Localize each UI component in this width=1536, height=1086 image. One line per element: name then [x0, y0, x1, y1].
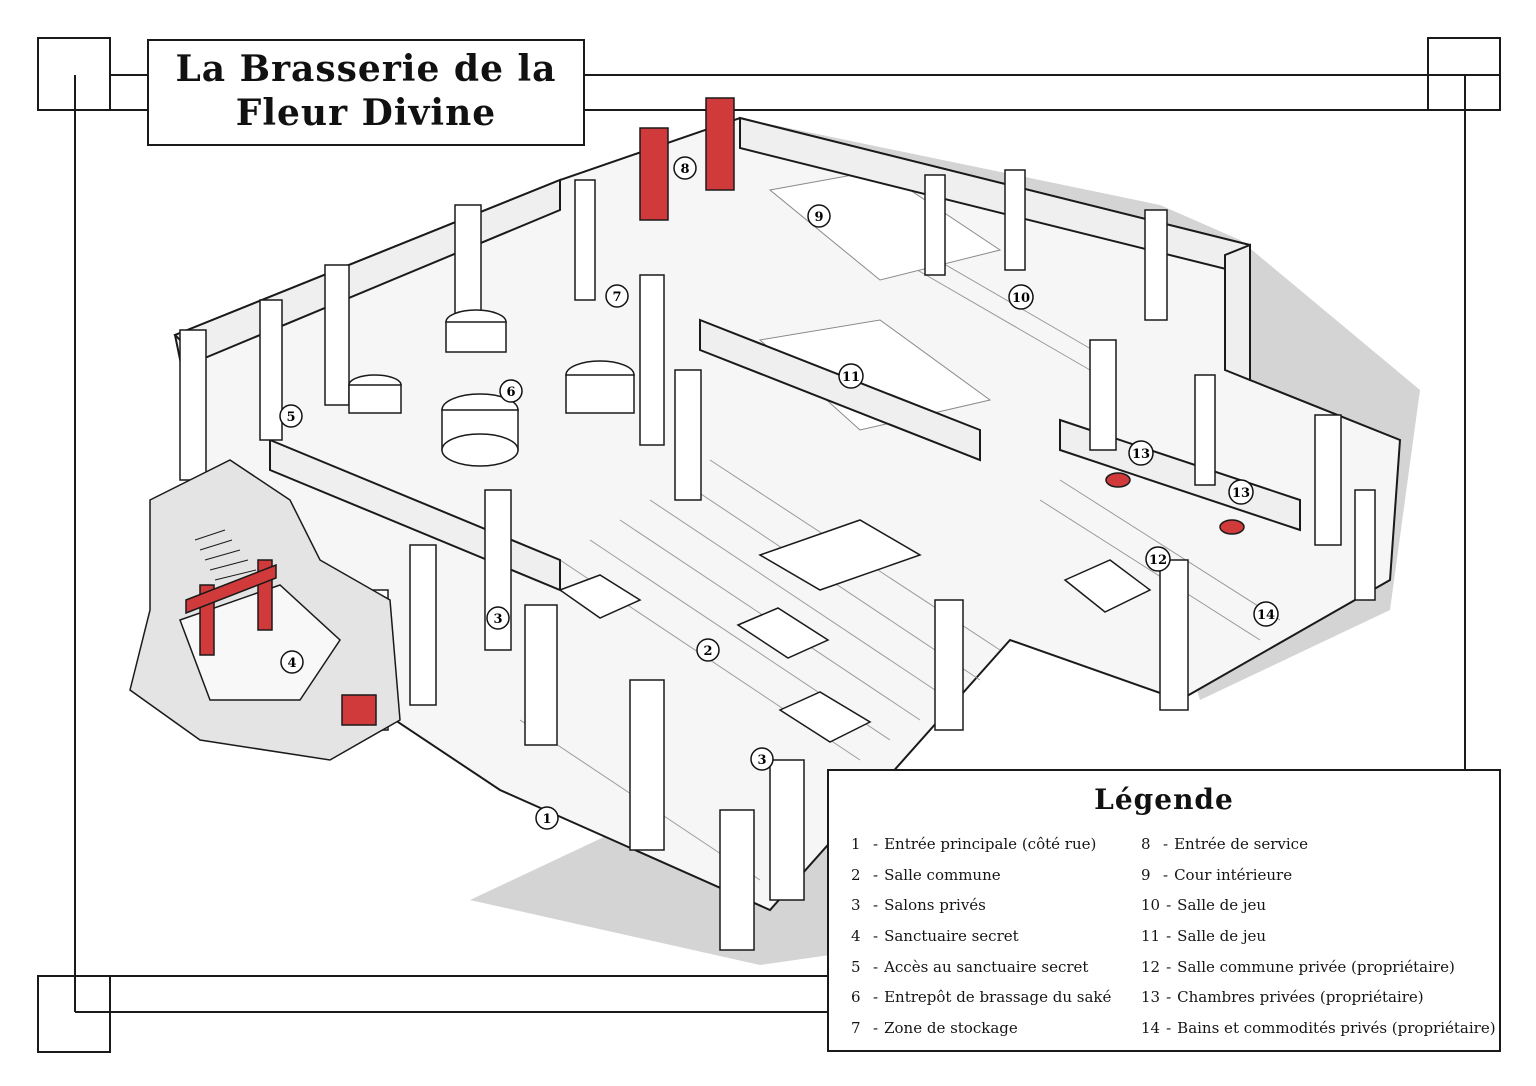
legend-item: 6-Entrepôt de brassage du saké: [851, 988, 1112, 1007]
svg-text:3: 3: [493, 612, 502, 627]
service-gate-left: [639, 127, 669, 221]
legend-item: 1-Entrée principale (côté rue): [851, 835, 1097, 853]
marker-11: 11: [838, 363, 864, 389]
shrine-altar: [341, 694, 377, 726]
bed-13b: [1219, 519, 1245, 535]
legend-item: 7-Zone de stockage: [851, 1019, 1018, 1038]
stairs: [194, 529, 257, 581]
svg-text:13: 13: [1232, 486, 1250, 501]
sake-vats: [348, 309, 635, 467]
map-title-box: La Brasserie de la Fleur Divine: [147, 39, 585, 146]
map-title-line-2: Fleur Divine: [235, 92, 497, 134]
legend-title: Légende: [1094, 783, 1234, 816]
svg-text:12: 12: [1149, 553, 1167, 568]
svg-text:11: 11: [842, 370, 860, 385]
legend-item: 9-Cour intérieure: [1141, 865, 1293, 884]
legend-item: 11-Salle de jeu: [1141, 927, 1267, 946]
marker-13a: 13: [1128, 440, 1154, 466]
svg-text:7: 7: [612, 290, 621, 305]
svg-text:1: 1: [542, 812, 551, 827]
marker-8: 8: [673, 156, 697, 180]
svg-text:14: 14: [1257, 608, 1275, 623]
marker-12: 12: [1145, 546, 1171, 572]
legend-item: 13-Chambres privées (propriétaire): [1141, 988, 1424, 1007]
svg-text:8: 8: [680, 162, 689, 177]
svg-text:9: 9: [814, 210, 823, 225]
legend-box: Légende 1-Entrée principale (côté rue) 2…: [827, 769, 1501, 1052]
legend-column-left: 1-Entrée principale (côté rue) 2-Salle c…: [851, 829, 1111, 1044]
marker-2: 2: [696, 638, 720, 662]
marker-3a: 3: [486, 606, 510, 630]
legend-item: 12-Salle commune privée (propriétaire): [1141, 957, 1455, 976]
marker-14: 14: [1253, 601, 1279, 627]
map-markers: 1 2 3 3 4 5 6 7 8 9 10 11 12 13 13 14: [279, 156, 1279, 830]
svg-text:6: 6: [506, 385, 515, 400]
marker-4: 4: [280, 650, 304, 674]
legend-item: 10-Salle de jeu: [1141, 896, 1267, 915]
torii-beam: [185, 563, 277, 615]
marker-13b: 13: [1228, 479, 1254, 505]
marker-1: 1: [535, 806, 559, 830]
red-accents: [185, 97, 1245, 726]
legend-item: 5-Accès au sanctuaire secret: [851, 957, 1089, 976]
marker-7: 7: [605, 284, 629, 308]
svg-text:13: 13: [1132, 447, 1150, 462]
pillars: [179, 169, 1376, 951]
svg-text:3: 3: [757, 753, 766, 768]
service-gate-right: [705, 97, 735, 191]
marker-9: 9: [807, 204, 831, 228]
marker-5: 5: [279, 404, 303, 428]
bed-13a: [1105, 472, 1131, 488]
marker-6: 6: [499, 379, 523, 403]
legend-item: 3-Salons privés: [851, 896, 986, 915]
svg-text:2: 2: [703, 644, 712, 659]
wall-gameroom: [699, 318, 981, 462]
tables: [558, 519, 1152, 743]
map-title-line-1: La Brasserie de la: [175, 48, 557, 90]
marker-3b: 3: [750, 747, 774, 771]
legend-column-right: 8-Entrée de service 9-Cour intérieure 10…: [1141, 829, 1496, 1044]
legend-item: 4-Sanctuaire secret: [851, 927, 1019, 946]
svg-text:4: 4: [287, 656, 296, 671]
svg-text:5: 5: [286, 410, 295, 425]
legend-item: 14-Bains et commodités privés (propriéta…: [1141, 1019, 1496, 1038]
svg-text:10: 10: [1012, 291, 1030, 306]
marker-10: 10: [1008, 284, 1034, 310]
legend-item: 8-Entrée de service: [1141, 835, 1308, 853]
hearth: [1063, 559, 1152, 613]
legend-item: 2-Salle commune: [851, 865, 1001, 884]
wall-e: [1224, 243, 1251, 382]
